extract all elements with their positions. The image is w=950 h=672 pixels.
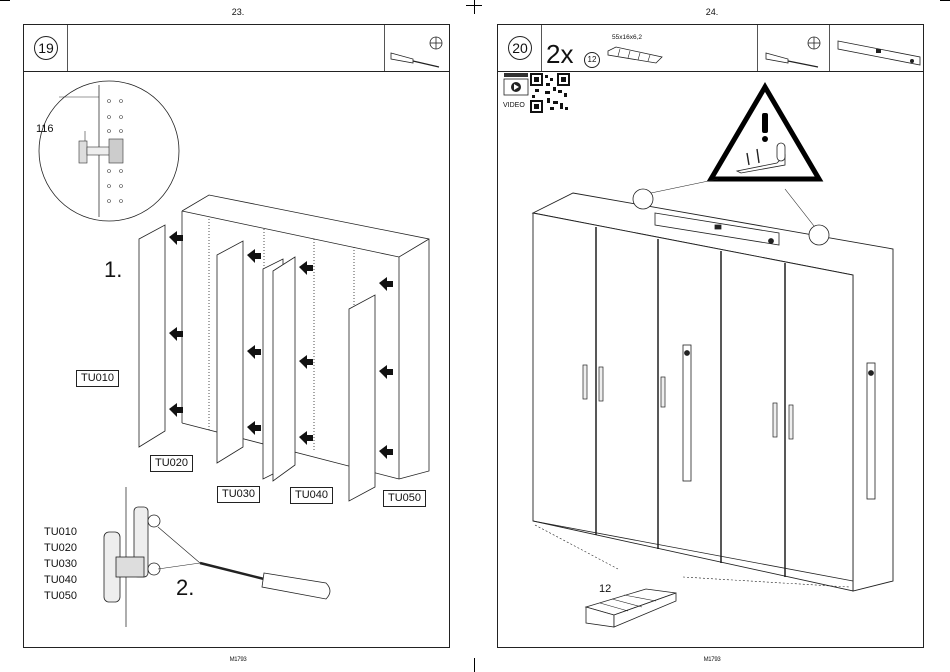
wardrobe-assembled-view <box>523 191 903 591</box>
warning-icon <box>705 83 825 183</box>
qr-code[interactable] <box>530 73 570 113</box>
instruction-panel-step-19: 19 116 1. 2. <box>23 24 450 648</box>
door-list: TU010 TU020 TU030 TU040 TU050 <box>44 524 77 604</box>
spirit-level-on-door <box>683 345 691 481</box>
step-number: 19 <box>34 36 58 60</box>
level-cell <box>830 25 924 71</box>
video-label: VIDEO <box>503 102 525 109</box>
crop-mark <box>474 0 475 14</box>
parts-cell: 2x 12 55x16x6,2 <box>542 25 758 71</box>
crop-mark <box>474 658 475 672</box>
crop-mark <box>0 0 10 1</box>
door-tu040 <box>273 257 295 481</box>
part-callout-116: 116 <box>36 123 54 135</box>
door-list-item: TU010 <box>44 524 77 540</box>
crop-mark <box>466 5 482 6</box>
part-callout-12: 12 <box>599 583 611 595</box>
door-list-item: TU030 <box>44 556 77 572</box>
spirit-level-icon <box>834 29 924 69</box>
step-header: 19 <box>24 25 449 72</box>
step-number: 20 <box>508 36 532 60</box>
page-number: 23. <box>218 7 258 17</box>
door-tu020 <box>217 241 243 463</box>
parts-cell <box>68 25 385 71</box>
part-dimensions: 55x16x6,2 <box>612 34 642 41</box>
door-list-item: TU050 <box>44 588 77 604</box>
wardrobe-exploded-view <box>129 191 449 481</box>
door-label-tu010: TU010 <box>76 370 119 387</box>
hinge-adjustment-view <box>94 487 334 637</box>
door-label-tu050: TU050 <box>383 490 426 507</box>
action-step-1: 1. <box>104 257 122 283</box>
door-tu010 <box>139 225 165 447</box>
shim-wedge-icon <box>606 45 666 65</box>
step-number-cell: 19 <box>24 25 68 71</box>
bracket-position-marker <box>633 189 653 209</box>
document-code: M1793 <box>218 657 258 663</box>
door-list-item: TU040 <box>44 572 77 588</box>
tools-cell <box>385 25 450 71</box>
instruction-panel-step-20: 20 2x 12 55x16x6,2 <box>497 24 924 648</box>
step-number-cell: 20 <box>498 25 542 71</box>
bracket-position-marker <box>809 225 829 245</box>
door-label-tu020: TU020 <box>150 455 193 472</box>
page-number: 24. <box>692 7 732 17</box>
crop-mark <box>940 0 950 1</box>
phillips-screwdriver-icon <box>762 29 822 69</box>
part-quantity: 2x <box>546 41 573 67</box>
step-header: 20 2x 12 55x16x6,2 <box>498 25 923 72</box>
document-code: M1793 <box>692 657 732 663</box>
video-icon[interactable] <box>502 73 530 101</box>
tools-cell <box>758 25 830 71</box>
spirit-level-on-side <box>867 363 875 499</box>
door-list-item: TU020 <box>44 540 77 556</box>
door-tu050 <box>349 295 375 501</box>
phillips-screwdriver-icon <box>387 29 447 69</box>
part-number-badge: 12 <box>584 52 600 68</box>
